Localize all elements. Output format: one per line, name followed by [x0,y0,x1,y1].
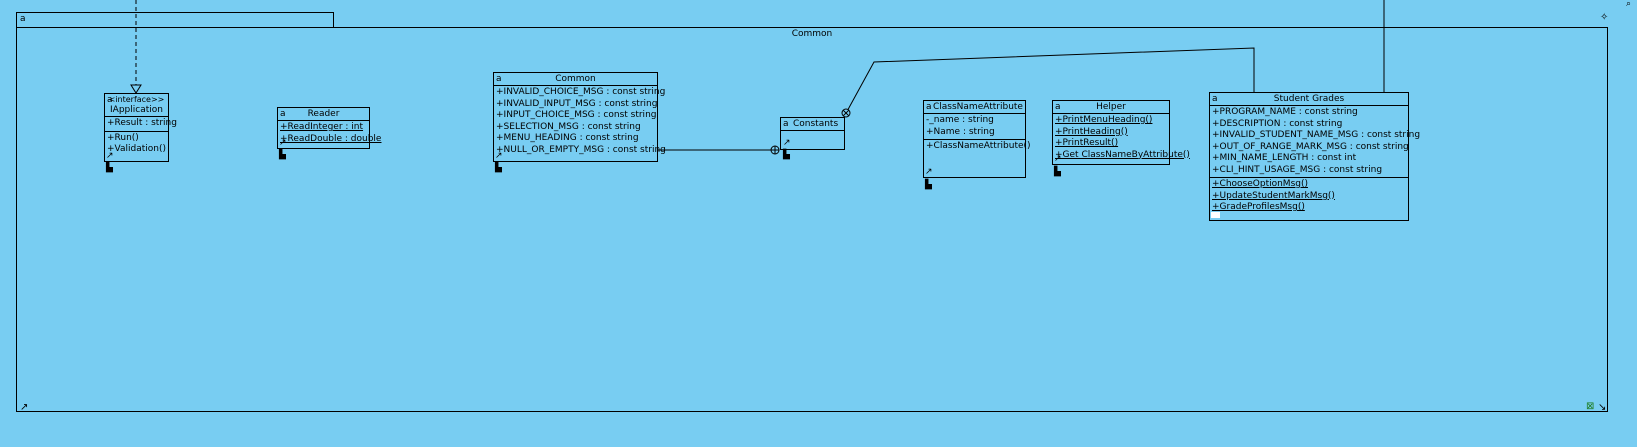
constants-studentgrades-line [844,47,1255,116]
package-title: Common [791,29,833,39]
class-operation: +PrintHeading() [1055,126,1128,137]
class-attribute: +DESCRIPTION : const string [1212,118,1343,129]
document-icon[interactable]: ▙ [783,150,790,160]
class-operation: +Validation() [107,144,167,154]
package-type-icon: a [20,14,26,24]
class-attribute: +SELECTION_MSG : const string [496,121,641,132]
class-name: Helper [1096,102,1126,112]
resize-arrow-icon[interactable]: ↗ [279,138,287,148]
resize-arrow-icon[interactable]: ↗ [925,167,933,177]
class-operation: +PrintMenuHeading() [1055,115,1153,125]
package-frame[interactable] [16,27,1608,412]
class-type-icon: a [1212,94,1218,104]
class-classnameattribute[interactable]: a ClassNameAttribute -_name : string +Na… [923,100,1031,178]
class-helper[interactable]: a Helper +PrintMenuHeading() +PrintHeadi… [1052,100,1190,165]
document-icon[interactable]: ▙ [279,150,286,160]
class-name: ClassNameAttribute [933,102,1023,112]
class-operation: +ChooseOptionMsg() [1212,179,1308,189]
pin-icon[interactable]: ✧ [1600,12,1609,23]
class-stereotype: <interface>> [108,95,165,104]
class-attribute: +CLI_HINT_USAGE_MSG : const string [1212,164,1383,175]
class-attribute: -_name : string [926,115,994,125]
package-tab[interactable]: a [16,12,334,27]
class-attribute: +INVALID_INPUT_MSG : const string [496,98,658,109]
document-icon[interactable]: ▙ [495,163,502,173]
class-operation: +UpdateStudentMarkMsg() [1212,190,1335,201]
class-name: Reader [307,109,340,119]
class-attribute: +INVALID_STUDENT_NAME_MSG : const string [1212,130,1421,140]
class-name: Student Grades [1273,94,1345,104]
class-attribute: +Result : string [107,118,177,128]
document-icon[interactable]: ▙ [106,163,113,173]
class-type-icon: a [496,74,502,84]
class-attribute: +MIN_NAME_LENGTH : const int [1212,153,1357,163]
resize-arrow-icon[interactable]: ↗ [20,402,29,413]
class-type-icon: a [280,109,286,119]
class-name: Common [555,74,596,84]
class-reader[interactable]: a Reader +ReadInteger : int +ReadDouble … [277,107,382,149]
class-type-icon: a [783,119,789,129]
resize-arrow-icon[interactable]: ↗ [1054,154,1062,164]
class-constants[interactable]: a Constants [780,117,845,150]
corner-icon[interactable]: ⌕ [1626,0,1632,9]
class-name: Constants [793,119,839,129]
class-attribute: +ReadInteger : int [280,122,364,132]
document-icon[interactable]: ▙ [1054,167,1061,177]
link-icon[interactable]: ⊠ [1586,401,1595,412]
class-type-icon: a [926,102,932,112]
resize-arrow-icon[interactable]: ↗ [783,138,791,148]
class-attribute: +PROGRAM_NAME : const string [1212,107,1358,117]
class-attribute: +INVALID_CHOICE_MSG : const string [496,87,666,97]
class-operation: +Get ClassNameByAttribute() [1055,149,1190,160]
resize-arrow-icon[interactable]: ↗ [495,151,503,161]
realization-arrowhead [130,84,142,94]
note-icon[interactable] [1211,212,1220,218]
class-type-icon: a [1055,102,1061,112]
class-type-icon: a [107,95,113,105]
class-iapplication[interactable]: a <interface>> IApplication +Result : st… [104,93,177,162]
class-attribute: +MENU_HEADING : const string [496,133,639,143]
resize-arrow-icon[interactable]: ↗ [106,151,114,161]
expand-icon[interactable]: ↘ [1598,402,1607,413]
class-operation: +ClassNameAttribute() [926,141,1031,151]
class-studentgrades[interactable]: a Student Grades +PROGRAM_NAME : const s… [1209,92,1421,221]
class-name: IApplication [110,105,163,115]
class-attribute: +ReadDouble : double [280,133,382,144]
class-attribute: +NULL_OR_EMPTY_MSG : const string [496,144,666,155]
class-operation: +GradeProfilesMsg() [1212,202,1305,212]
class-common[interactable]: a Common +INVALID_CHOICE_MSG : const str… [493,72,666,162]
class-attribute: +OUT_OF_RANGE_MARK_MSG : const string [1212,141,1409,152]
document-icon[interactable]: ▙ [925,180,932,190]
class-operation: +Run() [107,132,139,143]
class-attribute: +INPUT_CHOICE_MSG : const string [496,110,657,120]
class-operation: +PrintResult() [1055,138,1119,148]
class-attribute: +Name : string [926,126,995,137]
